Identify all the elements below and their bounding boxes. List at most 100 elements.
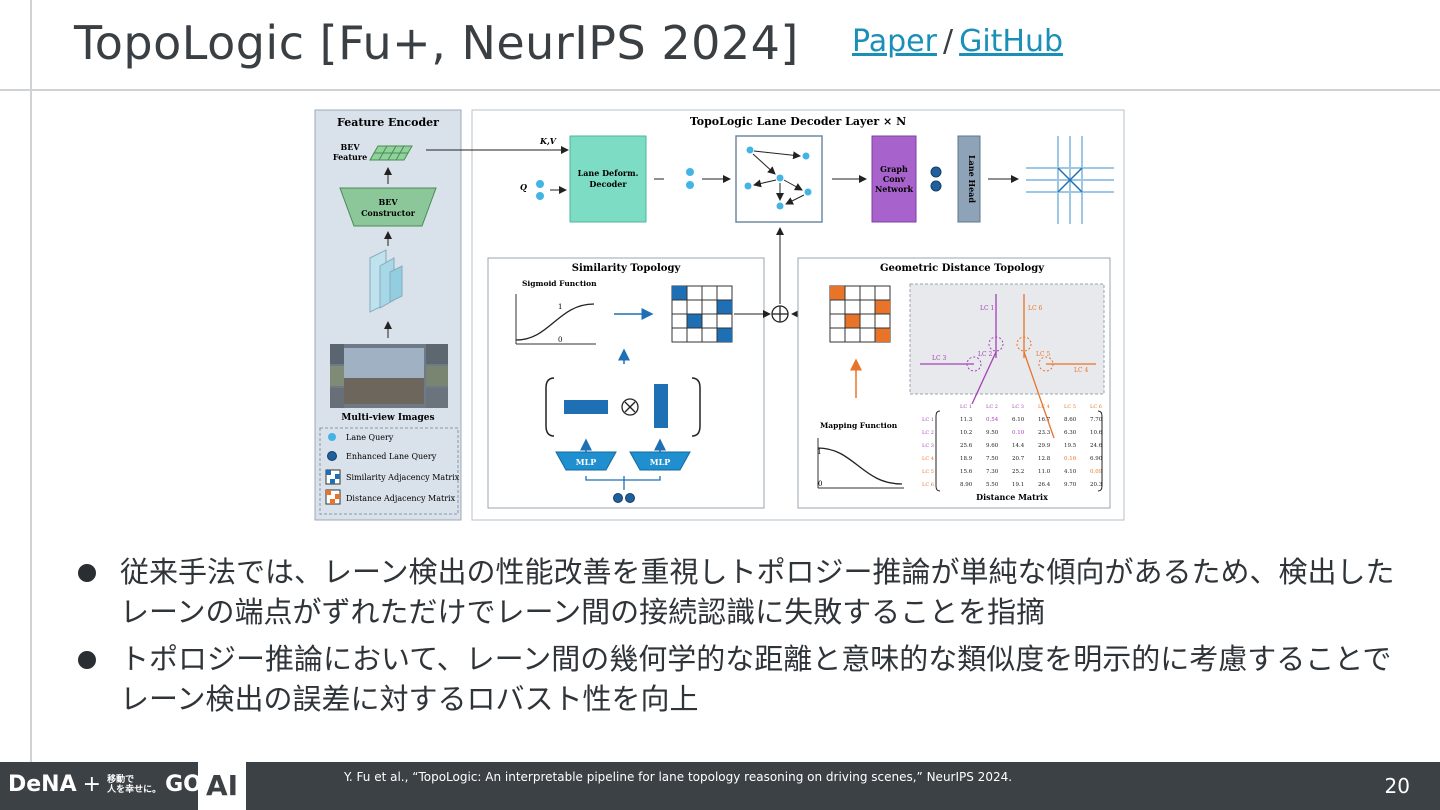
matrix-col-header: LC 5 bbox=[1064, 404, 1076, 410]
matrix-cell: 7.30 bbox=[986, 469, 999, 475]
link-separator: / bbox=[943, 24, 953, 59]
query-dot bbox=[536, 180, 544, 188]
multi-view-images-label: Multi-view Images bbox=[341, 413, 434, 423]
matrix-cell: 6.10 bbox=[1012, 417, 1025, 423]
matrix-cell: 8.60 bbox=[1064, 417, 1077, 423]
lc-label-2: LC 2 bbox=[978, 351, 992, 358]
matrix-cell: 19.5 bbox=[1064, 443, 1077, 449]
graph-conv-label-3: Network bbox=[875, 184, 914, 194]
bullet-text: 従来手法では、レーン検出の性能改善を重視しトポロジー推論が単純な傾向があるため、… bbox=[120, 555, 1395, 629]
fusion-add-icon bbox=[772, 306, 788, 322]
matrix-cell: 20.7 bbox=[1012, 456, 1025, 462]
matrix-cell: 25.6 bbox=[960, 443, 973, 449]
matrix-row-header: LC 1 bbox=[922, 417, 934, 423]
matrix-cell: 10.6 bbox=[1090, 430, 1103, 436]
feature-encoder-label: Feature Encoder bbox=[337, 116, 439, 129]
matrix-cell: 14.4 bbox=[1012, 443, 1025, 449]
matrix-cell: 26.4 bbox=[1038, 482, 1051, 488]
github-link[interactable]: GitHub bbox=[959, 24, 1063, 59]
matrix-col-header: LC 4 bbox=[1038, 404, 1050, 410]
lc-label-3: LC 3 bbox=[932, 355, 946, 362]
brand-tagline-line-2: 人を幸せに。 bbox=[107, 785, 161, 795]
query-dot bbox=[536, 192, 544, 200]
bullet-dot bbox=[78, 564, 96, 582]
mlp-label-left: MLP bbox=[576, 457, 597, 467]
bullet-dot bbox=[78, 651, 96, 669]
lc-label-6: LC 6 bbox=[1028, 305, 1042, 312]
column-vector-icon bbox=[654, 384, 668, 428]
matrix-cell: 11.3 bbox=[960, 417, 973, 423]
page-number: 20 bbox=[1385, 774, 1410, 798]
left-rule bbox=[30, 0, 32, 762]
bev-constructor-label-2: Constructor bbox=[361, 208, 416, 218]
matrix-cell: 0.16 bbox=[1064, 456, 1077, 462]
enhanced-query-dot bbox=[931, 181, 941, 191]
matrix-row-header: LC 6 bbox=[922, 482, 934, 488]
decoded-query-dot bbox=[686, 168, 694, 176]
matrix-cell: 19.1 bbox=[1012, 482, 1024, 488]
matrix-row-header: LC 5 bbox=[922, 469, 934, 475]
similarity-adjacency-matrix bbox=[672, 286, 732, 342]
matrix-cell: 20.3 bbox=[1090, 482, 1103, 488]
lc-label-1: LC 1 bbox=[980, 305, 994, 312]
ai-badge: AI bbox=[198, 762, 246, 810]
matrix-cell: 25.2 bbox=[1012, 469, 1024, 475]
enhanced-lane-query-icon bbox=[328, 452, 337, 461]
lane-deform-label-2: Decoder bbox=[589, 179, 627, 189]
row-vector-icon bbox=[564, 400, 608, 414]
matrix-cell: 18.9 bbox=[960, 456, 973, 462]
matrix-cell: 6.30 bbox=[1064, 430, 1077, 436]
multi-view-images bbox=[330, 344, 448, 408]
go-logo: GO bbox=[165, 772, 202, 797]
kv-label: K,V bbox=[539, 136, 557, 146]
matrix-cell: 9.70 bbox=[1064, 482, 1077, 488]
geometric-distance-title: Geometric Distance Topology bbox=[880, 263, 1045, 274]
lc-label-4: LC 4 bbox=[1074, 367, 1088, 374]
graph-conv-label-1: Graph bbox=[880, 164, 908, 174]
mapping-tick-0: 0 bbox=[818, 480, 822, 488]
legend-distance-matrix: Distance Adjacency Matrix bbox=[346, 494, 456, 503]
legend-lane-query: Lane Query bbox=[346, 433, 394, 442]
title-rule bbox=[0, 89, 1440, 91]
bullet-text: トポロジー推論において、レーン間の幾何学的な距離と意味的な類似度を明示的に考慮す… bbox=[120, 642, 1391, 716]
matrix-cell: 7.70 bbox=[1090, 417, 1103, 423]
matrix-cell: 11.0 bbox=[1038, 469, 1051, 475]
citation-text: Y. Fu et al., “TopoLogic: An interpretab… bbox=[344, 770, 1012, 784]
enhanced-query-dot bbox=[614, 494, 623, 503]
brand-logo: DeNA+移動で人を幸せに。GO bbox=[8, 772, 202, 797]
bev-constructor-label-1: BEV bbox=[378, 197, 398, 207]
matrix-col-header: LC 1 bbox=[960, 404, 972, 410]
mapping-function-label: Mapping Function bbox=[820, 421, 898, 430]
topologic-architecture-figure: Feature Encoder BEV Feature BEV Construc… bbox=[314, 108, 1126, 522]
decoded-query-dot bbox=[686, 181, 694, 189]
matrix-col-header: LC 6 bbox=[1090, 404, 1102, 410]
bullet-item: トポロジー推論において、レーン間の幾何学的な距離と意味的な類似度を明示的に考慮す… bbox=[78, 639, 1418, 719]
bev-feature-label-1: BEV bbox=[340, 142, 360, 152]
matrix-cell: 10.2 bbox=[960, 430, 972, 436]
sigmoid-tick-1: 1 bbox=[558, 303, 562, 311]
decoder-layer-title: TopoLogic Lane Decoder Layer × N bbox=[690, 115, 906, 128]
matrix-cell: 12.8 bbox=[1038, 456, 1051, 462]
paper-link[interactable]: Paper bbox=[852, 24, 937, 59]
matrix-cell: 8.90 bbox=[960, 482, 973, 488]
query-label: Q bbox=[520, 182, 527, 192]
matrix-cell: 6.90 bbox=[1090, 456, 1103, 462]
matrix-cell: 7.50 bbox=[986, 456, 999, 462]
matrix-cell: 9.60 bbox=[986, 443, 999, 449]
slide-title: TopoLogic [Fu+, NeurIPS 2024] bbox=[74, 16, 799, 70]
mapping-tick-1: 1 bbox=[817, 448, 821, 456]
bullet-list: 従来手法では、レーン検出の性能改善を重視しトポロジー推論が単純な傾向があるため、… bbox=[78, 552, 1418, 726]
matrix-col-header: LC 2 bbox=[986, 404, 998, 410]
matrix-row-header: LC 4 bbox=[922, 456, 934, 462]
matrix-cell: 9.50 bbox=[986, 430, 999, 436]
legend-enhanced-lane-query: Enhanced Lane Query bbox=[346, 452, 437, 461]
distance-matrix-icon bbox=[326, 490, 340, 504]
similarity-matrix-icon bbox=[326, 470, 340, 484]
enhanced-query-dot bbox=[626, 494, 635, 503]
bev-feature-grid-icon bbox=[370, 146, 412, 160]
bev-feature-label-2: Feature bbox=[333, 152, 367, 162]
distance-matrix-label: Distance Matrix bbox=[976, 492, 1048, 502]
matrix-row-header: LC 2 bbox=[922, 430, 934, 436]
reference-links: Paper/GitHub bbox=[852, 24, 1063, 59]
brand-tagline-line-1: 移動で bbox=[107, 775, 134, 785]
